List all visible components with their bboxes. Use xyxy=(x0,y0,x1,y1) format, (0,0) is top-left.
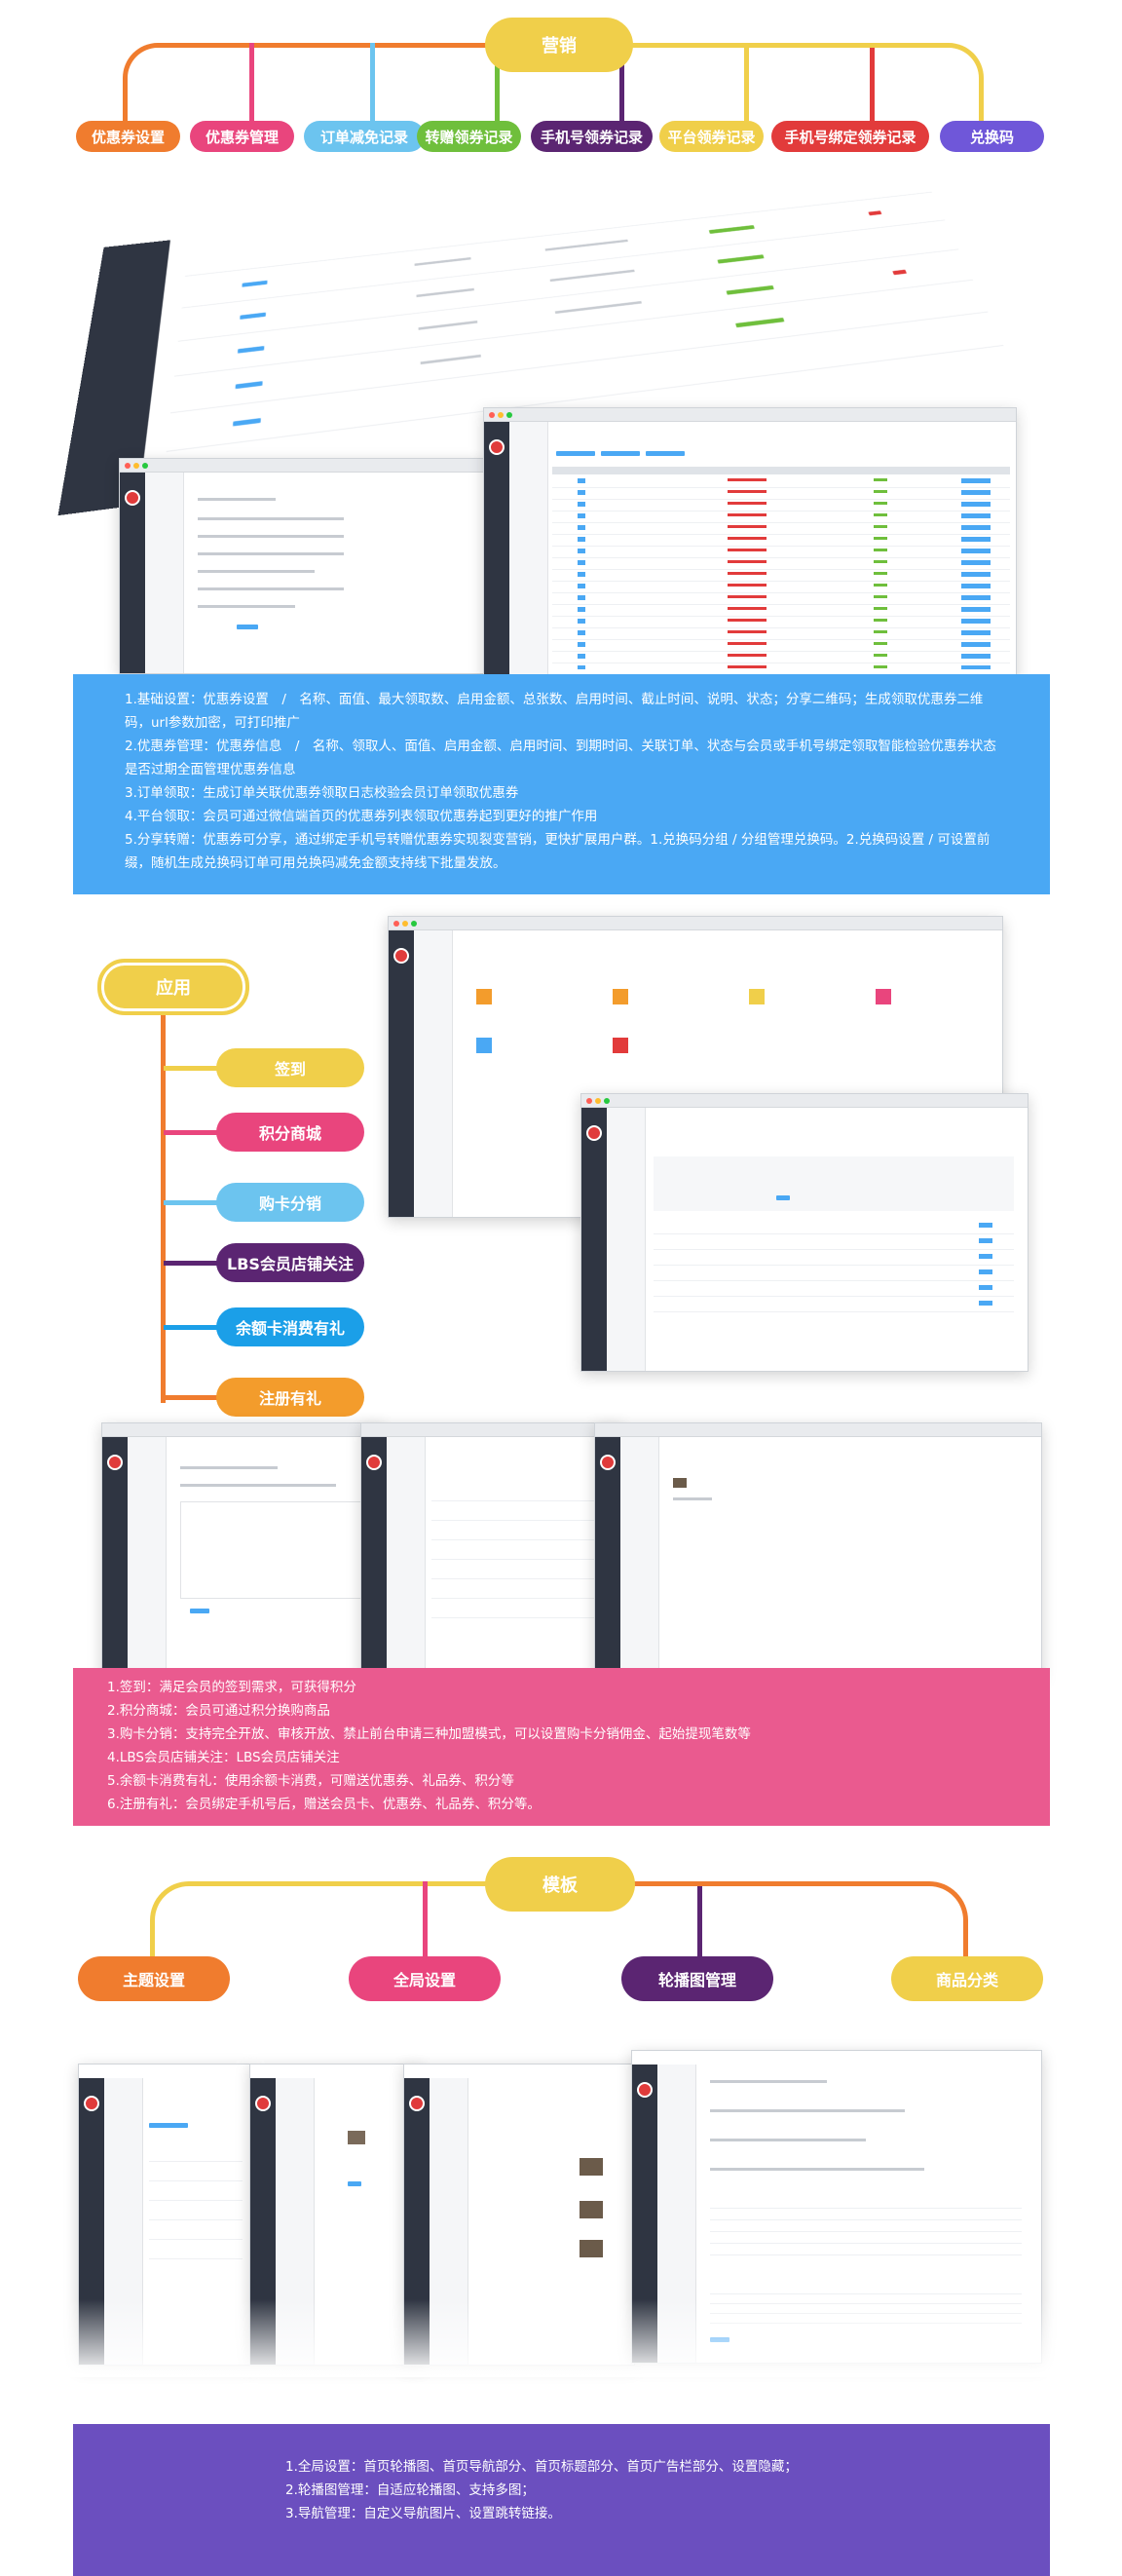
apps-connector xyxy=(164,1130,217,1135)
marketing-connector-left xyxy=(123,43,493,121)
template-desc-line: 3.导航管理：自定义导航图片、设置跳转链接。 xyxy=(285,2506,561,2521)
apps-title: 应用 xyxy=(97,959,249,1015)
marketing-connector xyxy=(744,43,749,121)
apps-desc-line: 6.注册有礼：会员绑定手机号后，赠送会员卡、优惠券、礼品券、积分等。 xyxy=(107,1797,541,1812)
apps-connector xyxy=(164,1325,217,1330)
template-title: 模板 xyxy=(485,1857,635,1912)
marketing-connector xyxy=(619,43,624,121)
template-desc: 1.全局设置：首页轮播图、首页导航部分、首页标题部分、首页广告栏部分、设置隐藏；… xyxy=(73,2455,1050,2525)
marketing-desc-line: 4.平台领取：会员可通过微信端首页的优惠券列表领取优惠券起到更好的推广作用 xyxy=(125,809,598,824)
apps-desc: 1.签到：满足会员的签到需求，可获得积分 2.积分商城：会员可通过积分换购商品 … xyxy=(73,1676,1050,1816)
apps-desc-line: 5.余额卡消费有礼：使用余额卡消费，可赠送优惠券、礼品券、积分等 xyxy=(107,1773,514,1789)
marketing-item[interactable]: 优惠券管理 xyxy=(190,121,294,152)
coupon-manage-screenshot xyxy=(483,407,1017,682)
apps-connector xyxy=(164,1261,217,1266)
marketing-connector xyxy=(870,43,875,121)
apps-item[interactable]: 积分商城 xyxy=(216,1113,364,1152)
template-item[interactable]: 轮播图管理 xyxy=(621,1956,773,2001)
template-item[interactable]: 主题设置 xyxy=(78,1956,230,2001)
template-desc-line: 1.全局设置：首页轮播图、首页导航部分、首页标题部分、首页广告栏部分、设置隐藏； xyxy=(285,2459,798,2475)
marketing-item[interactable]: 手机号绑定领券记录 xyxy=(771,121,929,152)
marketing-desc-line: 1.基础设置：优惠券设置 / 名称、面值、最大领取数、启用金额、总张数、启用时间… xyxy=(125,692,984,707)
template-item[interactable]: 商品分类 xyxy=(891,1956,1043,2001)
template-desc-box xyxy=(73,2424,1050,2576)
marketing-title: 营销 xyxy=(485,18,633,72)
template-desc-line: 2.轮播图管理：自适应轮播图、支持多图； xyxy=(285,2482,535,2498)
apps-item[interactable]: 余额卡消费有礼 xyxy=(216,1307,364,1346)
marketing-item[interactable]: 转赠领券记录 xyxy=(417,121,521,152)
marketing-desc: 1.基础设置：优惠券设置 / 名称、面值、最大领取数、启用金额、总张数、启用时间… xyxy=(73,688,1037,875)
marketing-connector xyxy=(249,43,254,121)
marketing-desc-line: 2.优惠券管理：优惠券信息 / 名称、领取人、面值、启用金额、启用时间、到期时间… xyxy=(125,739,996,754)
marketing-item[interactable]: 手机号领券记录 xyxy=(531,121,653,152)
apps-item[interactable]: 购卡分销 xyxy=(216,1183,364,1222)
marketing-item[interactable]: 平台领券记录 xyxy=(659,121,764,152)
coupon-settings-screenshot xyxy=(119,458,487,674)
apps-connector xyxy=(164,1395,217,1400)
apps-desc-line: 4.LBS会员店铺关注：LBS会员店铺关注 xyxy=(107,1750,340,1765)
apps-item[interactable]: 签到 xyxy=(216,1048,364,1087)
marketing-desc-line: 3.订单领取：生成订单关联优惠券领取日志校验会员订单领取优惠券 xyxy=(125,785,519,801)
marketing-desc-line: 缀，随机生成兑换码订单可用兑换码减免金额支持线下批量发放。 xyxy=(125,855,506,871)
template-connector-right xyxy=(633,1881,968,1979)
apps-detail-screenshot xyxy=(580,1093,1028,1372)
apps-gallery-screenshot xyxy=(594,1422,1042,1678)
apps-item[interactable]: LBS会员店铺关注 xyxy=(216,1243,364,1282)
apps-connector xyxy=(164,1066,217,1071)
template-connector xyxy=(423,1881,428,1979)
apps-desc-box xyxy=(73,1668,1050,1826)
marketing-desc-box xyxy=(73,674,1050,894)
apps-item[interactable]: 注册有礼 xyxy=(216,1378,364,1417)
template-connector xyxy=(697,1881,702,1979)
marketing-item[interactable]: 兑换码 xyxy=(940,121,1044,152)
screenshots-fade xyxy=(58,2299,1062,2377)
marketing-item[interactable]: 订单减免记录 xyxy=(304,121,425,152)
marketing-connector xyxy=(370,43,375,121)
marketing-connector xyxy=(495,43,500,121)
apps-trunk xyxy=(161,1013,166,1403)
template-item[interactable]: 全局设置 xyxy=(349,1956,501,2001)
marketing-desc-line: 5.分享转赠：优惠券可分享，通过绑定手机号转赠优惠券实现裂变营销，更快扩展用户群… xyxy=(125,832,991,848)
marketing-desc-line: 是否过期全面管理优惠券信息 xyxy=(125,762,296,777)
template-connector-left xyxy=(150,1881,501,1979)
apps-connector xyxy=(164,1200,217,1205)
apps-desc-line: 2.积分商城：会员可通过积分换购商品 xyxy=(107,1703,330,1719)
marketing-item[interactable]: 优惠券设置 xyxy=(76,121,180,152)
apps-desc-line: 1.签到：满足会员的签到需求，可获得积分 xyxy=(107,1680,356,1695)
apps-table-screenshot xyxy=(360,1422,623,1678)
apps-form-screenshot xyxy=(101,1422,384,1678)
marketing-desc-line: 码，url参数加密，可打印推广 xyxy=(125,715,300,731)
marketing-connector-right xyxy=(623,43,984,121)
apps-desc-line: 3.购卡分销：支持完全开放、审核开放、禁止前台申请三种加盟模式，可以设置购卡分销… xyxy=(107,1726,751,1742)
